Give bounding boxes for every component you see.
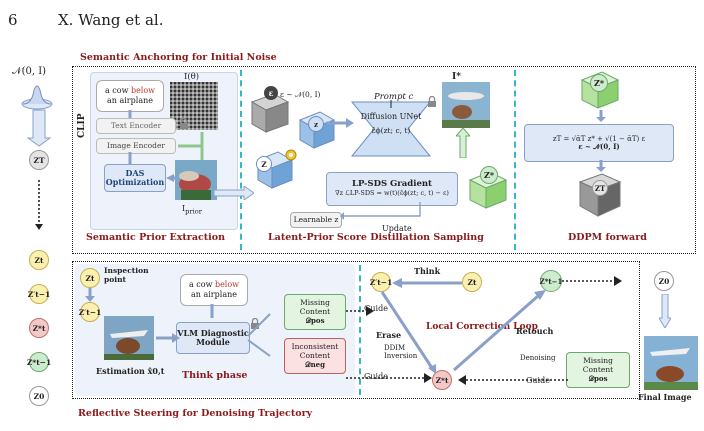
guide-arrow-1 [346, 306, 374, 316]
arrow-up-green [456, 128, 470, 158]
prior-extraction-caption: Semantic Prior Extraction [86, 232, 225, 243]
separator-1 [240, 70, 242, 250]
guide-label-2: Guide [364, 372, 388, 381]
estimation-image [104, 316, 154, 360]
think-arrow [392, 278, 462, 288]
final-z0: Z0 [654, 271, 674, 291]
final-image-label: Final Image [638, 392, 692, 402]
think-arrows [156, 304, 271, 357]
local-loop-label: Local Correction Loop [426, 322, 538, 332]
epsilon-label: ε ~ 𝒩(0, I) [280, 90, 321, 99]
arrow-to-z0 [562, 276, 622, 286]
arrow-zt-zprime [85, 288, 95, 302]
z-badge: Z [256, 156, 272, 172]
running-author: X. Wang et al. [58, 11, 164, 29]
z-star-right-badge: Z* [590, 74, 608, 92]
noise-cube [250, 93, 290, 133]
final-arrow [659, 294, 671, 328]
unet-formula: ε̂ϕ(zt; c, t) [371, 126, 411, 135]
chain-node-z-star: Z*t [29, 318, 49, 338]
estimation-label: Estimation x̂0,t [96, 366, 165, 376]
text-encoder-box: Text Encoder [96, 118, 176, 134]
noise-distribution-label: 𝒩(0, I) [12, 66, 47, 77]
gaussian-icon [21, 85, 53, 110]
erase-label: Erase [376, 330, 402, 340]
unet-title: Diffusion UNet [360, 112, 422, 121]
guide-label-3: Guide [526, 376, 550, 385]
loop-zt: Zt [462, 272, 482, 292]
z-star-badge: Z* [480, 166, 498, 184]
separator-2 [514, 70, 516, 250]
prior-arrows [128, 110, 204, 182]
ddpm-caption: DDPM forward [568, 232, 647, 243]
top-section-title: Semantic Anchoring for Initial Noise [80, 52, 277, 63]
epsilon-icon: ε [264, 86, 278, 100]
final-image [644, 336, 698, 390]
i-star-image [442, 82, 490, 128]
think-label: Think [414, 266, 441, 276]
i-theta-label: I(θ) [184, 72, 200, 82]
guide-arrow-3 [458, 375, 568, 385]
inspection-label: Inspection point [104, 266, 149, 284]
think-phase-caption: Think phase [182, 370, 248, 381]
guide-arrow-2 [346, 373, 432, 383]
bottom-zt: Zt [80, 268, 100, 288]
gear-icon [285, 149, 297, 161]
chain-node-z-prime: Z′t−1 [28, 284, 50, 304]
vlm-lock-icon [251, 318, 259, 329]
chain-node-zt: Zt [29, 250, 49, 270]
arrow-to-z [214, 186, 254, 200]
unet-lock-icon [428, 96, 436, 107]
noise-image [170, 82, 218, 130]
retouch-arrow [453, 290, 546, 372]
update-label: Update [382, 224, 412, 233]
page-number: 6 [8, 11, 18, 29]
bottom-frame [72, 261, 640, 399]
chain-node-zT: ZT [29, 150, 49, 170]
retouch-label: Retouch [516, 326, 554, 336]
das-optimization-box: DAS Optimization [104, 164, 166, 192]
loop-z-star-prev: Z*t−1 [540, 270, 562, 292]
loop-z-star: Z*t [432, 370, 452, 390]
separator-3 [359, 265, 361, 395]
arrow-down-1 [596, 110, 606, 122]
chain-node-z-star-prev: Z*t−1 [27, 352, 51, 372]
lpsds-caption: Latent-Prior Score Distillation Sampling [268, 232, 484, 243]
prior-image [175, 160, 217, 200]
arrow-zt-unet [326, 118, 354, 128]
i-prior-label: Iprior [182, 204, 202, 216]
arrow-down-2 [596, 160, 606, 172]
update-arrow [340, 202, 421, 220]
erase-arrow [380, 291, 436, 374]
lock-icon [180, 118, 188, 129]
chain-node-z0: Z0 [29, 386, 49, 406]
bottom-z-prime: Z′t−1 [79, 302, 101, 322]
clip-label: CLIP [77, 113, 87, 138]
vlm-module-box: VLM Diagnostic Module [176, 322, 250, 354]
lpsds-box: LP-SDS Gradient∇z ℒLP-SDS = w(t)(ε̂ϕ(zt;… [326, 172, 458, 206]
guide-label-1: Guide [364, 304, 388, 313]
denoising-label: Denoising [520, 354, 556, 362]
i-star-label: I* [452, 72, 461, 82]
learnable-z-box: Learnable z [290, 212, 342, 228]
top-frame [72, 66, 696, 254]
zt-badge: z [308, 116, 324, 132]
z-T-badge: ZT [592, 180, 608, 196]
loop-z-prime: Z′t−1 [370, 272, 392, 292]
bottom-section-title: Reflective Steering for Denoising Trajec… [78, 408, 313, 419]
prompt-c-label: Prompt c [374, 92, 414, 102]
image-encoder-box: Image Encoder [96, 138, 176, 154]
ddim-label: DDIM Inversion [384, 344, 418, 360]
